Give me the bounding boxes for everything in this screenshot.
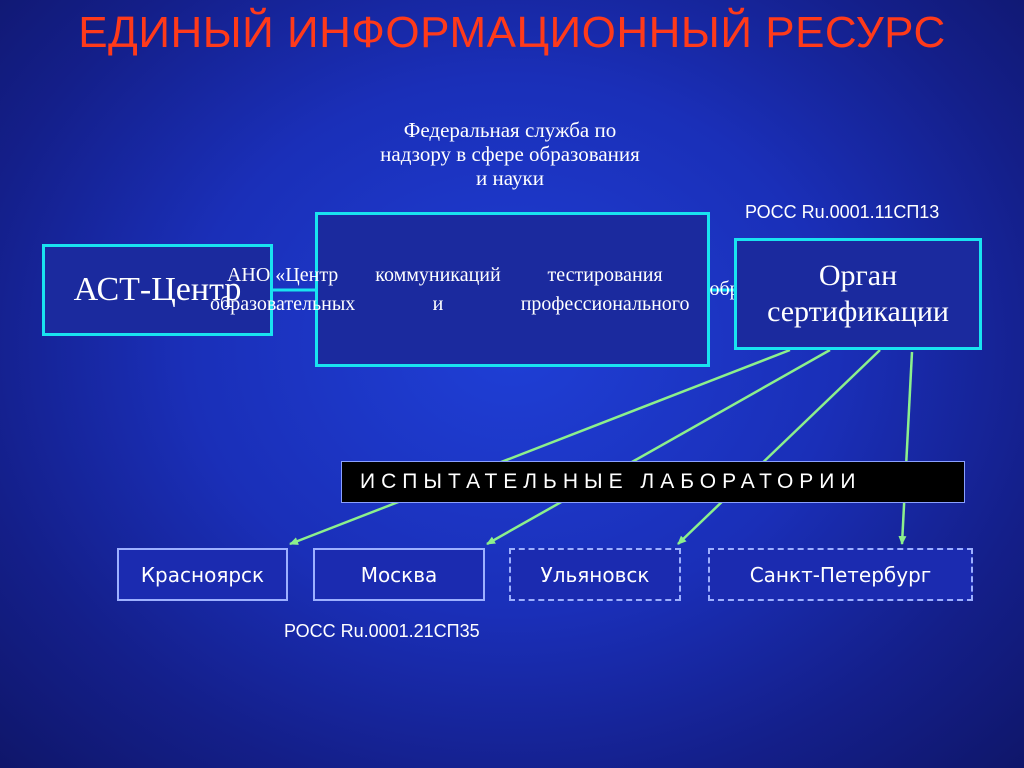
city-saint-petersburg: Санкт-Петербург <box>708 548 973 601</box>
arrow-to-saint-petersburg <box>898 351 914 545</box>
ano-line-3: тестирования профессионального <box>520 263 690 315</box>
federal-service-line-3: и науки <box>476 166 544 190</box>
federal-service-label: Федеральная служба по надзору в сфере об… <box>330 118 690 190</box>
certification-body-box: Орган сертификации <box>734 238 982 350</box>
ast-center-box: АСТ-Центр <box>42 244 273 336</box>
city-moscow: Москва <box>313 548 485 601</box>
arrow-to-ulyanovsk <box>677 349 881 545</box>
certification-code-top: РОСС Ru.0001.11СП13 <box>745 202 940 222</box>
city-krasnoyarsk: Красноярск <box>117 548 288 601</box>
arrow-to-moscow <box>486 348 831 546</box>
slide-title: ЕДИНЫЙ ИНФОРМАЦИОННЫЙ РЕСУРС <box>78 8 946 57</box>
ano-line-2: коммуникаций и <box>375 263 501 315</box>
arrow-to-krasnoyarsk <box>289 348 791 546</box>
certification-body-line-2: сертификации <box>767 295 949 328</box>
ano-center-box: АНО «Центр образовательных коммуникаций … <box>210 212 815 367</box>
ast-center-label: АСТ-Центр <box>73 271 242 308</box>
ano-line-1: АНО «Центр образовательных <box>210 263 356 315</box>
testing-labs-header: ИСПЫТАТЕЛЬНЫЕ ЛАБОРАТОРИИ <box>341 461 965 503</box>
city-ulyanovsk: Ульяновск <box>509 548 681 601</box>
certification-code-bottom: РОСС Ru.0001.21СП35 <box>284 621 480 641</box>
federal-service-line-2: надзору в сфере образования <box>380 142 640 166</box>
federal-service-line-1: Федеральная служба по <box>403 118 617 142</box>
certification-body-line-1: Орган <box>818 259 898 292</box>
